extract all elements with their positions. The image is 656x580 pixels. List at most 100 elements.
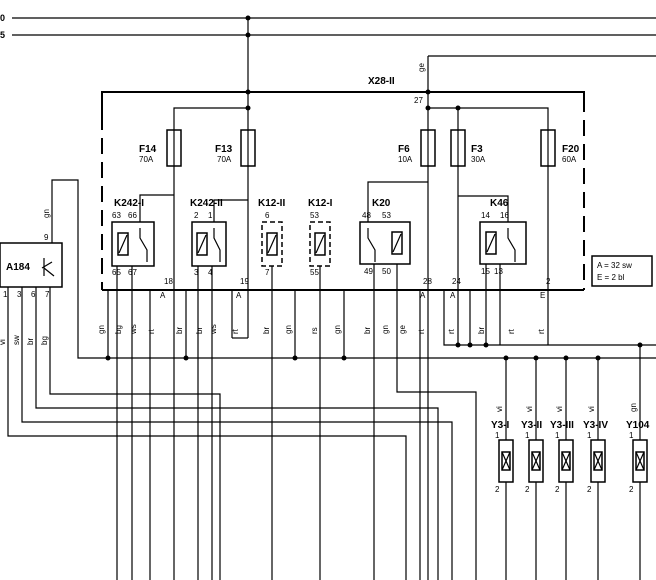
relay-k12-ii: K12-II 6 7 [258, 198, 285, 290]
wire-color: bg [114, 325, 123, 334]
module-wire-color: gn [42, 209, 51, 218]
wire-color: vi [0, 339, 7, 345]
relay-pin: 50 [382, 267, 391, 276]
wire-color: gn [381, 325, 390, 334]
legend-line: A = 32 sw [597, 261, 632, 270]
terminal-mark: A [160, 291, 166, 300]
relay-contact-icon [367, 228, 376, 262]
valve-pin: 1 [495, 431, 500, 440]
terminal-labels: 18 19 28 24 2 A A A A E [160, 277, 551, 300]
fuse-id: F13 [215, 144, 233, 155]
valve-y104: Y104 gn 1 2 [626, 345, 650, 580]
relay-id: K242-II [190, 198, 223, 209]
valve-y3-iv: Y3-IV vi 1 2 [583, 358, 608, 580]
module-a184: A184 9 1 3 6 7 gn [0, 179, 656, 359]
wire-color: br [26, 338, 35, 345]
relay-k242-i: K242-I 63 66 65 67 [111, 194, 174, 290]
valve-id: Y3-I [491, 420, 510, 431]
relay-pin: 4 [208, 268, 213, 277]
terminal-pin: 19 [240, 277, 249, 286]
wire-color: br [195, 327, 204, 334]
valve-pin: 2 [555, 485, 560, 494]
legend-box: A = 32 sw E = 2 bl [591, 255, 653, 287]
wire-color: rt [537, 328, 546, 334]
wire-color: rt [147, 328, 156, 334]
valve-pin: 1 [629, 431, 634, 440]
fuse-f6: F6 10A [398, 129, 436, 167]
relay-pin: 55 [310, 268, 319, 277]
fuse-f20: F20 60A [540, 129, 580, 167]
connector-x28: ge X28-II 27 [368, 55, 656, 105]
terminal-pin: 28 [423, 277, 432, 286]
fuse-f13: F13 70A [215, 129, 256, 167]
terminal-pin: 2 [546, 277, 551, 286]
bus-label-5: 5 [0, 30, 5, 40]
distribution-bars [173, 89, 549, 130]
module-id: A184 [6, 262, 30, 273]
module-pin: 7 [45, 290, 50, 299]
valve-wire: vi [587, 406, 596, 412]
valve-pin: 2 [495, 485, 500, 494]
relay-pin: 14 [481, 211, 490, 220]
relay-k12-i: K12-I 53 55 [308, 198, 333, 290]
valve-y3-iii: Y3-III vi 1 2 [550, 358, 574, 580]
connector-pin: 27 [414, 96, 423, 105]
wire-harness [7, 287, 656, 580]
relay-pin: 49 [364, 267, 373, 276]
connector-label: X28-II [368, 76, 395, 87]
valve-wire: gn [629, 403, 638, 412]
relay-id: K242-I [114, 198, 144, 209]
fuse-id: F14 [139, 144, 157, 155]
wire-color: ge [398, 325, 407, 334]
relay-pin: 16 [500, 211, 509, 220]
fuse-id: F6 [398, 144, 410, 155]
terminal-mark: A [420, 291, 426, 300]
relay-pin: 13 [494, 267, 503, 276]
relay-id: K46 [490, 198, 509, 209]
wire-color: br [363, 327, 372, 334]
fuse-rating: 70A [139, 155, 154, 164]
relay-pin: 48 [362, 211, 371, 220]
relay-id: K12-II [258, 198, 285, 209]
wire-color: rt [417, 328, 426, 334]
wire-color: rt [507, 328, 516, 334]
valve-pin: 1 [587, 431, 592, 440]
wire-color: gn [333, 325, 342, 334]
fuse-rating: 30A [471, 155, 486, 164]
module-pin: 9 [44, 233, 49, 242]
relay-pin: 53 [382, 211, 391, 220]
wire-color: br [477, 327, 486, 334]
module-pin: 3 [17, 290, 22, 299]
valve-id: Y3-III [550, 420, 574, 431]
fuse-id: F20 [562, 144, 580, 155]
valve-wire: vi [555, 406, 564, 412]
wire-color: bg [40, 336, 49, 345]
relay-pin: 3 [194, 268, 199, 277]
relay-contact-icon [507, 228, 516, 262]
relay-pin: 66 [128, 211, 137, 220]
relay-pin: 2 [194, 211, 199, 220]
wire-color: ws [129, 324, 138, 335]
wire-color: sw [12, 335, 21, 345]
module-pin: 6 [31, 290, 36, 299]
legend-line: E = 2 bl [597, 273, 625, 282]
fuse-f14: F14 70A [139, 129, 182, 167]
fuse-rating: 70A [217, 155, 232, 164]
relay-pin: 53 [310, 211, 319, 220]
relay-contact-icon [139, 228, 148, 262]
connector-wire-color: ge [417, 63, 426, 72]
terminal-mark: A [450, 291, 456, 300]
wire-color: rt [231, 328, 240, 334]
supply-buses: 0 5 [0, 13, 656, 92]
fuse-f3: F3 30A [450, 129, 486, 167]
valve-pin: 2 [587, 485, 592, 494]
bus-label-0: 0 [0, 13, 5, 23]
wire-color: rs [310, 327, 319, 334]
valve-y3-i: Y3-I vi 1 2 [491, 358, 514, 580]
wire-color: br [262, 327, 271, 334]
valve-pin: 2 [525, 485, 530, 494]
terminal-pin: 24 [452, 277, 461, 286]
terminal-pin: 18 [164, 277, 173, 286]
relay-pin: 63 [112, 211, 121, 220]
